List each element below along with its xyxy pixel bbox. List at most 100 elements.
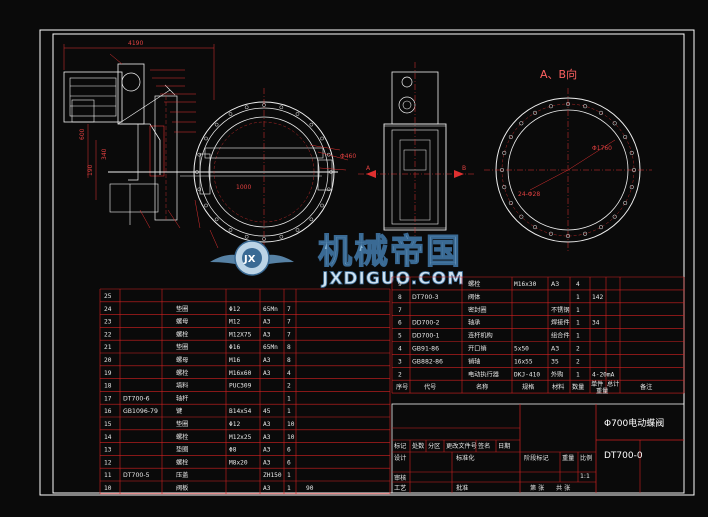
bolt-hole [295,228,300,232]
part-row-code: DD700-1 [412,333,440,340]
part-row-no: 20 [104,357,112,364]
part-row-code: DD700-2 [412,320,440,327]
part-row-spec: B14x54 [229,408,252,415]
part-row-name: 螺栓 [176,433,188,441]
bolt-hole [320,136,324,141]
part-row-name: 销轴 [468,357,480,365]
part-row-name: 开口销 [468,345,487,353]
bolt-hole [629,150,634,155]
part-row-no: 14 [104,434,112,441]
bolt-hole [519,121,524,126]
title-block-name: Φ700电动蝶阀 [604,417,664,429]
part-row-no: 22 [104,331,112,338]
part-row-code: DT700-5 [123,472,150,479]
part-row-material: A3 [263,421,271,428]
watermark-cn: 机械帝国 [318,232,462,272]
part-row-name: 螺母 [176,318,188,326]
parts-header-no: 序号 [396,383,408,391]
part-row-qty: 7 [287,306,291,313]
bolt-hole [329,170,333,174]
part-row-qty: 1 [576,333,580,340]
part-row-note: 142 [592,294,603,301]
bolt-hole [244,234,249,239]
part-row-material: A3 [263,485,271,492]
tb-stage: 阶段标记 [524,454,549,462]
tb-count: 处数 [412,442,425,450]
bolt-hole [598,225,604,230]
view-arrow-b: B [462,165,466,172]
parts-header-total: 总计 [607,380,619,388]
part-row-no: 7 [398,307,402,314]
part-row-qty: 1 [576,307,580,314]
parts-header-code: 代号 [424,383,436,391]
part-row-no: 23 [104,319,112,326]
part-row-code: DT700-3 [412,294,439,301]
part-row-no: 11 [104,472,112,479]
part-row-spec: Φ8 [229,447,237,454]
part-row-name: 螺栓 [468,280,480,288]
part-row-name: 压盖 [176,471,188,479]
part-row-spec: M8x20 [229,459,248,466]
part-row-note: 34 [592,320,600,327]
parts-header-unit: 单件 [591,380,603,388]
part-row-qty: 4 [576,281,580,288]
bolt-hole [295,112,300,116]
part-row-qty: 1 [576,294,580,301]
part-row-name: 螺栓 [176,369,188,377]
part-row-material: A3 [263,331,271,338]
part-row-spec: M16 [229,357,240,364]
part-row-name: 螺母 [176,356,188,364]
bolt-hole [623,134,628,140]
part-row-no: 5 [398,333,402,340]
bolt-hole [320,203,324,208]
part-row-spec: M12 [229,319,240,326]
bolt-hole [502,185,507,190]
tb-change: 更改文件号 [446,442,477,450]
part-row-qty: 6 [287,447,291,454]
bolt-hole [532,110,538,115]
part-row-spec: DKJ-410 [514,371,540,378]
part-row-name: 垫圈 [176,420,188,428]
bolt-hole [197,187,202,192]
bolt-hole [502,150,507,155]
part-row-material: 35 [551,358,559,365]
dim-label: 340 [101,148,108,160]
part-row-no: 4 [398,346,402,353]
part-row-spec: M12X75 [229,331,252,338]
part-row-material: A3 [551,281,559,288]
part-row-no: 8 [398,294,402,301]
part-row-material: 不锈钢 [551,306,570,314]
part-row-name: 垫圈 [176,446,188,454]
bolt-hole [519,214,524,219]
bolt-hole [326,152,331,157]
bolt-hole [262,237,266,241]
part-row-name: 阀板 [176,484,188,492]
bolt-hole [279,105,284,110]
bolt-hole [228,228,233,232]
bolt-hole [612,214,617,219]
part-row-material: 焊接件 [551,319,570,327]
part-row-qty: 4 [287,370,291,377]
part-row-material: A3 [263,459,271,466]
tb-date: 日期 [498,442,510,450]
bolt-hole [508,134,513,140]
bolt-hole [548,104,553,109]
part-row-material: 45 [263,408,271,415]
bolt-hole [214,217,219,222]
tb-zone: 分区 [428,442,440,450]
ab-view: A、B向 24-Φ28 Φ1760 [484,67,652,252]
dim-label: 600 [79,128,86,140]
bolt-hole [499,167,505,173]
bolt-hole [309,122,314,127]
part-row-name: 螺栓 [176,330,188,338]
outer-border [39,29,695,496]
part-row-name: 电动执行器 [468,370,500,378]
part-row-name: 轴承 [468,319,480,327]
part-row-name: 垫圈 [176,305,188,313]
part-row-spec: 16x55 [514,358,533,365]
bolt-hole [532,225,538,230]
tb-review: 审核 [394,474,406,482]
part-row-name: 螺栓 [176,458,188,466]
parts-header-name: 名称 [476,383,488,391]
part-row-qty: 1 [576,371,580,378]
